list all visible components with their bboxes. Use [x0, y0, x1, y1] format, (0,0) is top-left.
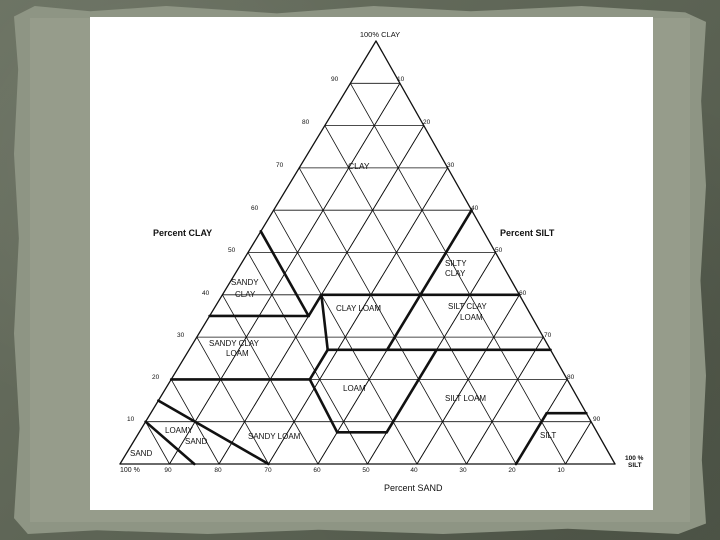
region-label-sandy-clay-loam: LOAM [226, 349, 249, 358]
region-label-silty-clay-loam: SILT CLAY [448, 302, 487, 311]
grid-line-sand [247, 252, 368, 465]
left-tick-label: 40 [202, 290, 210, 297]
bottom-tick-label: 70 [264, 467, 272, 474]
left-tick-label: 90 [331, 76, 339, 83]
right-side-label: Percent SILT [500, 228, 555, 238]
bottom-tick-label: 20 [508, 467, 516, 474]
left-tick-label: 70 [276, 162, 284, 169]
right-tick-label: 90 [593, 416, 601, 423]
region-label-silty-clay: CLAY [445, 269, 466, 278]
class-boundary [307, 293, 323, 318]
right-tick-label: 20 [423, 119, 431, 126]
bottom-tick-label: 50 [362, 467, 370, 474]
right-tick-label: 60 [519, 290, 527, 297]
bottom-tick-label: 30 [459, 467, 467, 474]
region-label-loamy-sand: LOAMY [165, 426, 194, 435]
left-tick-label: 50 [228, 247, 236, 254]
left-tick-label: 80 [302, 119, 310, 126]
class-boundary [308, 348, 329, 381]
class-boundary [144, 420, 196, 466]
left-tick-label: 30 [177, 332, 185, 339]
grid-line-silt [466, 336, 544, 465]
right-tick-label: 80 [567, 374, 575, 381]
right-tick-label: 50 [495, 247, 503, 254]
class-boundary [308, 378, 339, 434]
region-label-silty-clay-loam: LOAM [460, 313, 483, 322]
grid-line-sand [196, 336, 269, 465]
region-label-loamy-sand: SAND [185, 437, 207, 446]
region-label-sandy-loam: SANDY LOAM [248, 432, 301, 441]
region-label-clay: CLAY [348, 161, 370, 171]
region-label-clay-loam: CLAY LOAM [336, 304, 381, 313]
soil-texture-diagram-card: 100% CLAY Percent CLAY Percent SILT Perc… [90, 17, 653, 510]
bottom-tick-label: 90 [164, 467, 172, 474]
left-side-label: Percent CLAY [153, 228, 212, 238]
texture-class-boundaries [144, 208, 588, 466]
soil-texture-triangle: 100% CLAY Percent CLAY Percent SILT Perc… [119, 30, 644, 493]
region-label-loam: LOAM [343, 384, 366, 393]
region-label-silty-clay: SILTY [445, 259, 467, 268]
class-boundary [385, 293, 422, 352]
grid-line-sand [349, 82, 566, 465]
class-boundary [419, 208, 473, 297]
class-boundary [157, 399, 270, 466]
grid-line-silt [565, 421, 592, 465]
bottom-tick-label: 60 [313, 467, 321, 474]
left-tick-label: 10 [127, 416, 135, 423]
class-boundary [514, 411, 549, 466]
bottom-tick-label: 80 [214, 467, 222, 474]
region-label-sandy-clay: CLAY [235, 290, 256, 299]
right-tick-label: 40 [471, 205, 479, 212]
class-boundary [385, 348, 438, 434]
left-tick-label: 20 [152, 374, 160, 381]
corner-silt-label-2: SILT [628, 462, 642, 469]
left-tick-label: 60 [251, 205, 259, 212]
corner-silt-label: 100 % [625, 455, 644, 462]
bottom-axis-label: Percent SAND [384, 483, 443, 493]
triangle-grid [119, 40, 616, 465]
bottom-tick-label: 10 [557, 467, 565, 474]
region-label-sandy-clay-loam: SANDY CLAY [209, 339, 260, 348]
class-boundary [259, 230, 310, 318]
grid-line-sand [145, 421, 170, 465]
region-label-silt-loam: SILT LOAM [445, 394, 486, 403]
region-label-sand: SAND [130, 449, 152, 458]
grid-line-sand [298, 167, 467, 465]
grid-line-sand [268, 167, 449, 465]
bottom-tick-label: 40 [410, 467, 418, 474]
right-tick-label: 30 [447, 162, 455, 169]
apex-label: 100% CLAY [360, 30, 400, 39]
class-boundary [320, 293, 329, 352]
right-tick-label: 70 [544, 332, 552, 339]
region-label-silt: SILT [540, 431, 556, 440]
right-tick-label: 10 [397, 76, 405, 83]
region-label-sandy-clay: SANDY [231, 278, 259, 287]
corner-sand-label: 100 % [120, 467, 140, 474]
